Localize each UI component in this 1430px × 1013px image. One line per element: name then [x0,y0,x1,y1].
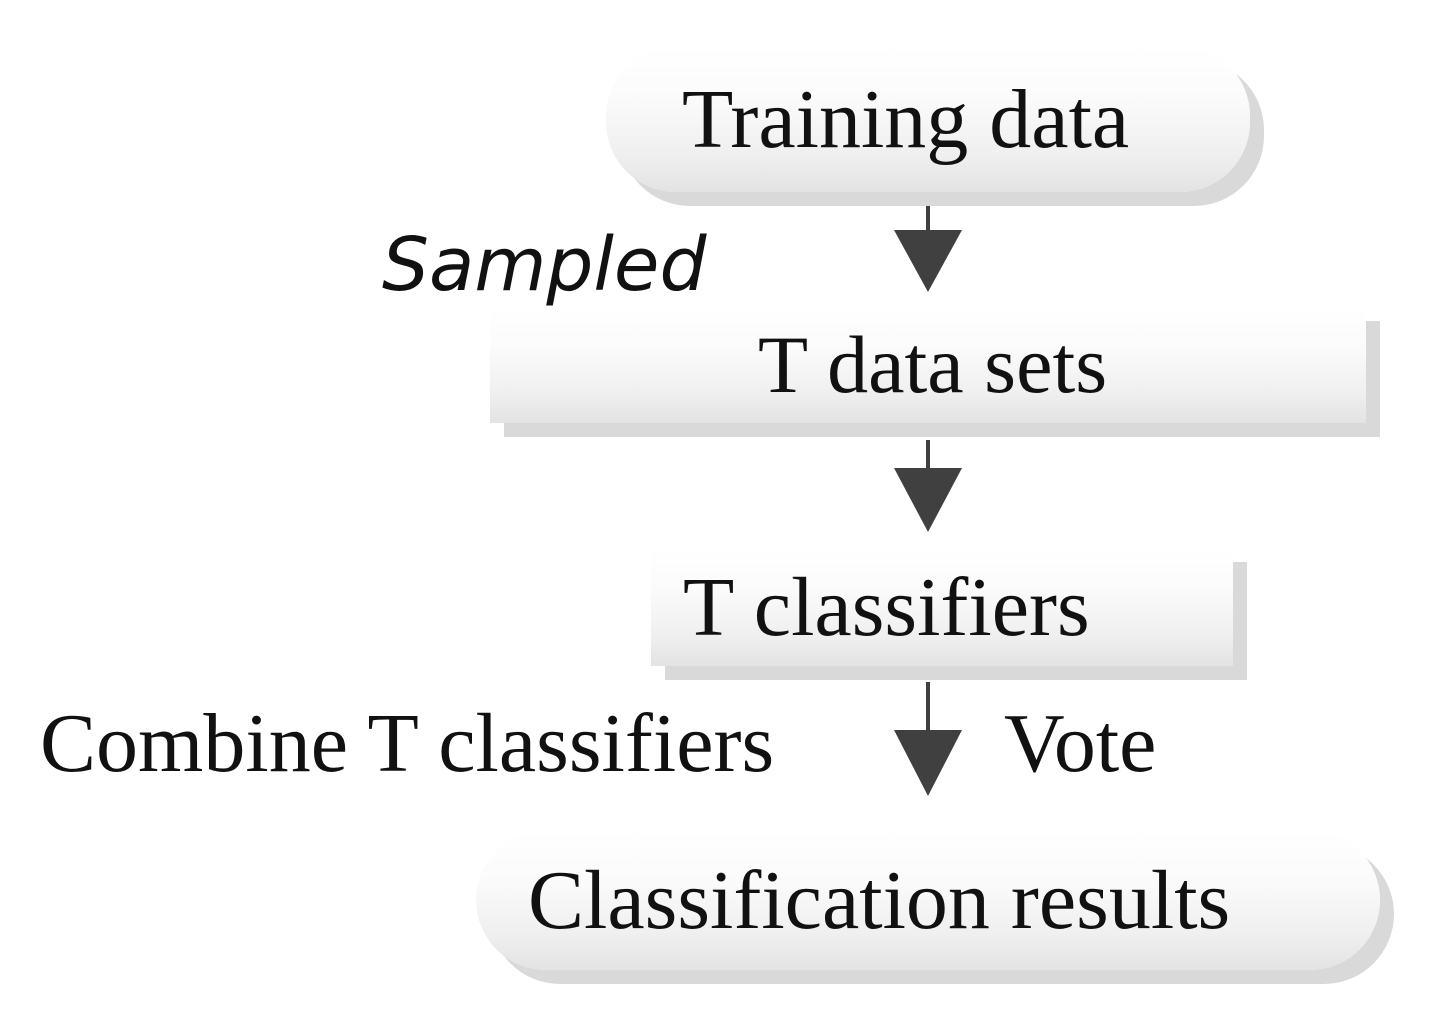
arrow-datasets-to-classifiers [894,440,962,532]
edge-label-combine: Combine T classifiers [40,697,775,790]
arrow-training-to-datasets [894,200,962,292]
edge-label-vote: Vote [1004,697,1157,790]
node-data-sets: T data sets [490,307,1366,423]
node-training-data: Training data [606,46,1250,192]
edge-label-sampled: Sampled [382,222,707,308]
node-data-sets-label: T data sets [758,319,1108,410]
node-classification-results: Classification results [476,830,1380,970]
node-classifiers-label: T classifiers [683,560,1090,654]
node-classifiers: T classifiers [651,548,1233,666]
arrow-classifiers-to-results [894,682,962,796]
node-training-data-label: Training data [682,72,1130,166]
node-classification-results-label: Classification results [528,853,1231,947]
